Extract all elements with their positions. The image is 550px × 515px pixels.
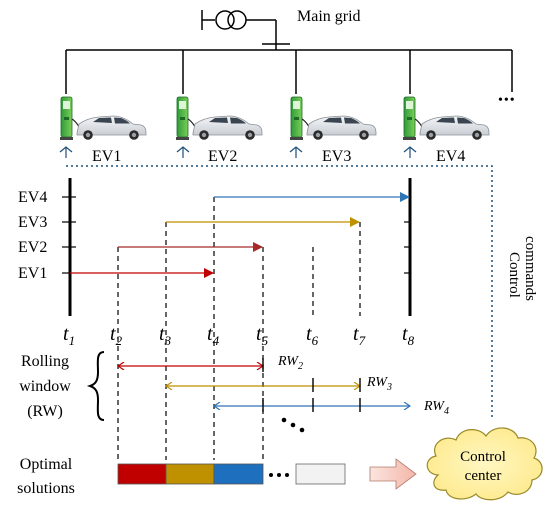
brace-icon [86, 351, 105, 421]
ev-station-2: EV2 [175, 96, 263, 165]
time-label-t3: t3 [159, 323, 172, 348]
rolling-window: Rolling window (RW) RW2 RW3 RW4 [19, 351, 449, 433]
ev-station-4: EV4 [402, 96, 490, 165]
optimal-solutions: Optimal solutions [17, 456, 417, 497]
row-label-ev4: EV4 [18, 189, 47, 206]
rolling-window-label-1: Rolling [21, 353, 69, 370]
rw2-label: RW2 [277, 354, 303, 372]
time-label-t7: t7 [353, 323, 366, 348]
time-label-t6: t6 [306, 323, 319, 348]
row-label-ev3: EV3 [18, 214, 47, 231]
ev-station-1: EV1 [59, 96, 147, 165]
rolling-window-label-2: window [19, 378, 71, 395]
solution-block-next [295, 463, 346, 485]
ev-charger-car-icon [59, 96, 147, 141]
rolling-window-label-3: (RW) [27, 403, 63, 420]
time-label-t8: t8 [402, 323, 415, 348]
cloud-icon [426, 427, 543, 501]
time-label-t1: t1 [63, 323, 75, 348]
rw4-label: RW4 [423, 399, 449, 417]
timeline: EV4 EV3 EV2 EV1 t1 t2 t3 t4 t5 t6 t7 t8 [18, 178, 415, 460]
antenna-icon [403, 146, 417, 158]
ev-charger-car-icon [289, 96, 377, 141]
control-commands-label: Control commands [506, 236, 538, 301]
transformer-icon [215, 10, 247, 30]
control-commands-line1: Control [506, 252, 522, 298]
ev-station-3: EV3 [289, 96, 377, 165]
solution-block-2 [165, 463, 215, 485]
main-grid: Main grid [65, 8, 513, 94]
solution-block-1 [117, 463, 167, 485]
antenna-icon [59, 146, 73, 158]
communication-link [66, 165, 493, 418]
control-center: Control center [426, 427, 543, 501]
solution-ellipsis [269, 473, 289, 477]
time-label-t4: t4 [207, 323, 220, 348]
rw3-label: RW3 [366, 375, 392, 393]
more-evs-ellipsis: ••• [498, 93, 516, 108]
control-center-line2: center [465, 468, 502, 484]
control-center-line1: Control [460, 449, 506, 465]
ev-charger-car-icon [175, 96, 263, 141]
ev-label: EV2 [208, 148, 237, 165]
ev-charger-car-icon [402, 96, 490, 141]
solutions-label-1: Optimal [20, 456, 73, 473]
antenna-icon [289, 146, 303, 158]
rw-ellipsis [281, 417, 305, 433]
ev-label: EV3 [322, 148, 351, 165]
time-label-t5: t5 [256, 323, 269, 348]
control-commands-line2: commands [522, 236, 538, 301]
row-label-ev1: EV1 [18, 265, 47, 282]
big-arrow-icon [369, 458, 417, 490]
row-label-ev2: EV2 [18, 239, 47, 256]
main-grid-label: Main grid [297, 8, 361, 25]
ev-label: EV1 [92, 148, 121, 165]
time-label-t2: t2 [110, 323, 123, 348]
ev-label: EV4 [436, 148, 465, 165]
antenna-icon [176, 146, 190, 158]
antenna-icons [59, 146, 417, 158]
solutions-label-2: solutions [17, 480, 75, 497]
solution-block-3 [213, 463, 264, 485]
